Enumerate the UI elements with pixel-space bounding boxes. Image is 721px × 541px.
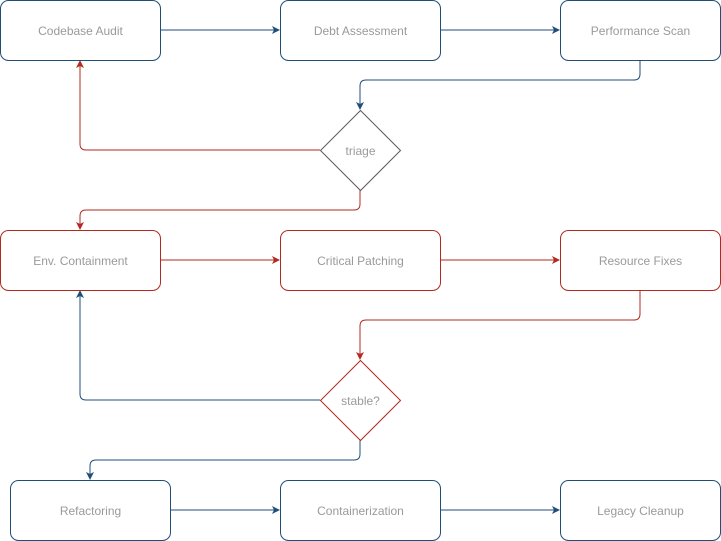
- node-resource-fixes[interactable]: Resource Fixes: [560, 230, 721, 291]
- node-containerization[interactable]: Containerization: [280, 480, 441, 541]
- node-env-containment[interactable]: Env. Containment: [0, 230, 161, 291]
- decision-stable[interactable]: stable?: [319, 359, 402, 442]
- node-legacy-cleanup[interactable]: Legacy Cleanup: [560, 480, 721, 541]
- node-label: Performance Scan: [591, 24, 690, 38]
- node-label: Debt Assessment: [314, 24, 408, 38]
- node-debt-assessment[interactable]: Debt Assessment: [280, 0, 441, 61]
- edge-stable-to-refactoring: [86, 440, 361, 480]
- node-label: Resource Fixes: [599, 254, 682, 268]
- node-label: Containerization: [317, 504, 404, 518]
- node-critical-patching[interactable]: Critical Patching: [280, 230, 441, 291]
- node-refactoring[interactable]: Refactoring: [10, 480, 171, 541]
- edge-triage-to-env-containment: [76, 190, 361, 230]
- edge-performance-scan-to-triage: [356, 60, 641, 110]
- node-performance-scan[interactable]: Performance Scan: [560, 0, 721, 61]
- edge-stable-to-env-containment: [76, 290, 320, 401]
- node-codebase-audit[interactable]: Codebase Audit: [0, 0, 161, 61]
- decision-label: stable?: [341, 394, 380, 408]
- node-label: Legacy Cleanup: [597, 504, 684, 518]
- decision-label: triage: [345, 144, 375, 158]
- node-label: Codebase Audit: [38, 24, 123, 38]
- node-label: Critical Patching: [317, 254, 404, 268]
- decision-triage[interactable]: triage: [319, 109, 402, 192]
- edge-triage-to-codebase-audit: [76, 60, 320, 151]
- node-label: Refactoring: [60, 504, 121, 518]
- node-label: Env. Containment: [33, 254, 128, 268]
- edge-resource-fixes-to-stable: [356, 290, 641, 360]
